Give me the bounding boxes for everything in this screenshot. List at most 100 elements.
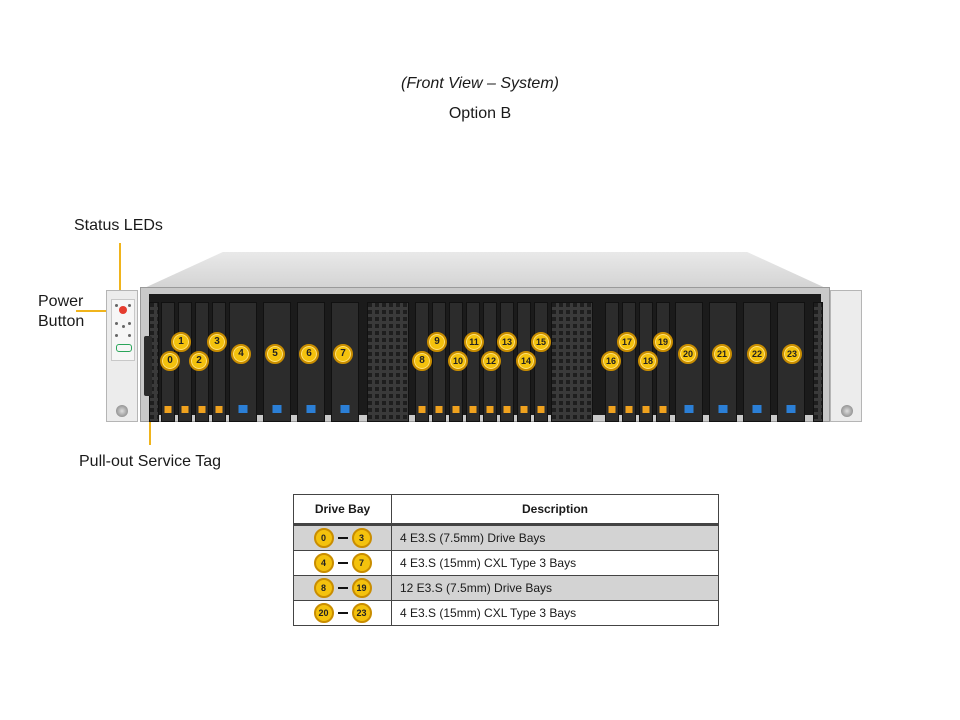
range-end-badge: 7 [351, 553, 372, 573]
drive-release-tab[interactable] [215, 406, 223, 413]
drive-release-tab[interactable] [181, 406, 189, 413]
drive-release-tab[interactable] [198, 406, 206, 413]
chassis-top [140, 252, 830, 290]
range-start-badge: 8 [313, 578, 334, 598]
bay-badge-17: 17 [617, 332, 637, 352]
vent-grille [551, 302, 593, 422]
bay-badge-22: 22 [747, 344, 767, 364]
pull-out-service-tag[interactable] [144, 336, 152, 396]
drive-release-tab[interactable] [503, 406, 511, 413]
drive-release-tab[interactable] [452, 406, 460, 413]
drive-release-tab[interactable] [786, 405, 796, 413]
drive-release-tab[interactable] [238, 405, 248, 413]
drive-slot[interactable] [432, 302, 446, 422]
bay-badge-2: 2 [189, 351, 209, 371]
drive-slot[interactable] [656, 302, 670, 422]
left-rack-ear [106, 290, 138, 422]
bay-description: 12 E3.S (7.5mm) Drive Bays [391, 575, 719, 601]
status-led [128, 322, 131, 325]
drive-release-tab[interactable] [752, 405, 762, 413]
drive-release-tab[interactable] [537, 406, 545, 413]
drive-slot[interactable] [500, 302, 514, 422]
column-header-drive-bay: Drive Bay [293, 494, 392, 526]
bay-badge-16: 16 [601, 351, 621, 371]
drive-release-tab[interactable] [520, 406, 528, 413]
status-led [128, 334, 131, 337]
drive-slot[interactable] [212, 302, 226, 422]
chassis-front [140, 287, 830, 422]
bay-badge-18: 18 [638, 351, 658, 371]
drive-release-tab[interactable] [684, 405, 694, 413]
right-rack-ear [830, 290, 862, 422]
status-led [115, 322, 118, 325]
bay-badge-7: 7 [333, 344, 353, 364]
vendor-logo-icon [116, 344, 132, 352]
status-led [128, 304, 131, 307]
view-title: (Front View – System) [401, 75, 559, 92]
bay-description: 4 E3.S (15mm) CXL Type 3 Bays [391, 600, 719, 626]
drive-slot[interactable] [263, 302, 291, 422]
drive-release-tab[interactable] [435, 406, 443, 413]
service-tag-label: Pull-out Service Tag [79, 453, 221, 470]
drive-bay-area [149, 294, 823, 422]
drive-slot[interactable] [622, 302, 636, 422]
bay-badge-5: 5 [265, 344, 285, 364]
range-end-badge: 23 [351, 603, 372, 623]
drive-slot[interactable] [466, 302, 480, 422]
bay-badge-20: 20 [678, 344, 698, 364]
thumb-screw-icon [841, 405, 853, 417]
status-led [122, 325, 125, 328]
power-label-line2: Button [38, 313, 85, 330]
bay-badge-15: 15 [531, 332, 551, 352]
drive-release-tab[interactable] [608, 406, 616, 413]
bay-badge-0: 0 [160, 351, 180, 371]
range-dash [337, 537, 348, 539]
power-button[interactable] [119, 306, 127, 314]
drive-release-tab[interactable] [418, 406, 426, 413]
drive-release-tab[interactable] [659, 406, 667, 413]
thumb-screw-icon [116, 405, 128, 417]
range: 8 19 [294, 578, 391, 598]
status-leds-leader [119, 243, 121, 305]
range-start-badge: 4 [313, 553, 334, 573]
bay-badge-11: 11 [464, 332, 484, 352]
drive-release-tab[interactable] [718, 405, 728, 413]
bay-description: 4 E3.S (7.5mm) Drive Bays [391, 524, 719, 551]
range-dash [337, 587, 348, 589]
bay-badge-1: 1 [171, 332, 191, 352]
drive-release-tab[interactable] [625, 406, 633, 413]
bay-badge-3: 3 [207, 332, 227, 352]
drive-release-tab[interactable] [272, 405, 282, 413]
option-label: Option B [448, 105, 512, 122]
drive-bay-range: 8 19 [293, 575, 392, 601]
bay-badge-8: 8 [412, 351, 432, 371]
range-start-badge: 0 [313, 528, 334, 548]
range-dash [337, 612, 348, 614]
drive-slot[interactable] [534, 302, 548, 422]
range-end-badge: 3 [351, 528, 372, 548]
power-button-leader [76, 310, 116, 312]
drive-release-tab[interactable] [486, 406, 494, 413]
bay-badge-13: 13 [497, 332, 517, 352]
power-label-line1: Power [38, 293, 84, 310]
drive-release-tab[interactable] [469, 406, 477, 413]
control-panel [111, 299, 135, 361]
column-header-description: Description [391, 494, 719, 526]
drive-release-tab[interactable] [642, 406, 650, 413]
drive-release-tab[interactable] [164, 406, 172, 413]
status-leds-label: Status LEDs [74, 217, 163, 234]
bay-badge-6: 6 [299, 344, 319, 364]
bay-badge-21: 21 [712, 344, 732, 364]
drive-release-tab[interactable] [340, 405, 350, 413]
range-end-badge: 19 [351, 578, 372, 598]
bay-badge-10: 10 [448, 351, 468, 371]
drive-release-tab[interactable] [306, 405, 316, 413]
